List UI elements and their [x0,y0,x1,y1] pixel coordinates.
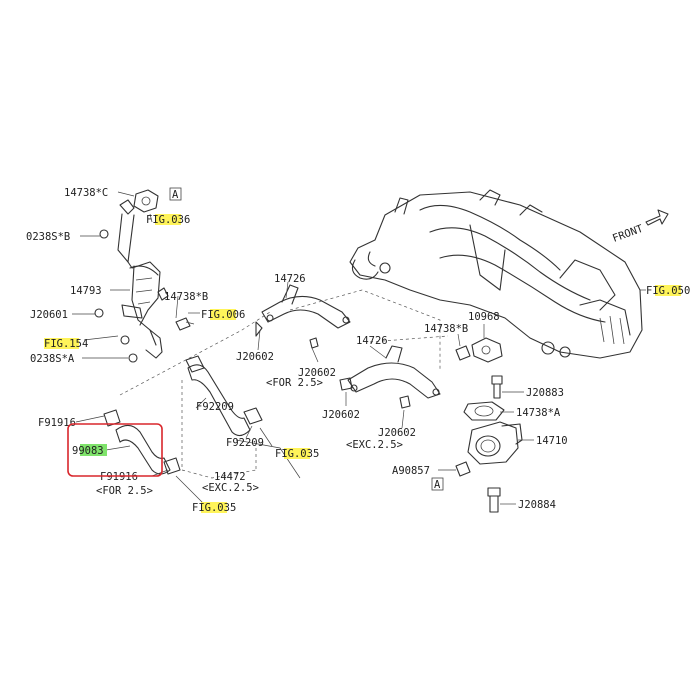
label-14710: 14710 [536,435,568,447]
part-labels: 14738*C 0238S*B 14793 J20601 14738*B 023… [26,187,568,511]
selected-part-99083[interactable]: 99083 [67,423,163,477]
label-10968: 10968 [468,311,500,323]
svg-text:FIG.035: FIG.035 [192,502,236,514]
label-14738b-right: 14738*B [424,323,468,335]
hose-group-outline [119,311,271,479]
leader-lines [72,191,646,505]
fig-ref-006[interactable]: FIG.006 [201,309,245,321]
bolt-a90857[interactable] [455,461,471,477]
svg-text:FIG.036: FIG.036 [146,214,190,226]
svg-text:FIG.006: FIG.006 [201,309,245,321]
svg-text:FIG.154: FIG.154 [44,338,88,350]
gasket-14738a[interactable] [463,401,505,421]
label-j20602-a: J20602 [236,351,274,363]
label-a90857: A90857 [392,465,430,477]
label-j20602-b: J20602 [298,367,336,379]
label-99083: 99083 [72,445,104,457]
pipe-14726-exc25[interactable] [339,345,441,409]
label-j20601: J20601 [30,309,68,321]
sensor-10968[interactable] [455,337,503,363]
label-14738a: 14738*A [516,407,561,419]
fig-ref-036[interactable]: FIG.036 [146,214,190,226]
throttle-body-14710[interactable] [467,421,523,465]
hose-14472[interactable] [185,355,263,437]
bolt-j20884[interactable] [487,487,501,513]
label-j20602-c: J20602 [322,409,360,421]
label-f91916-bot: F91916 [100,471,138,483]
fig-ref-154[interactable]: FIG.154 [44,338,88,350]
svg-text:A: A [434,479,441,491]
label-j20602-d: J20602 [378,427,416,439]
bolt-j20883[interactable] [491,375,503,399]
label-f92209-a: F92209 [196,401,234,413]
label-0238sa: 0238S*A [30,353,75,365]
pipe-14726-for25[interactable] [255,284,351,349]
label-exc25-mid: <EXC.2.5> [202,482,259,494]
fig-ref-035-a[interactable]: FIG.035 [275,448,319,460]
ref-box-a-bottom[interactable]: A [431,477,444,491]
svg-text:FIG.035: FIG.035 [275,448,319,460]
intake-manifold[interactable] [349,189,643,359]
selection-box [67,423,163,477]
label-14726-b: 14726 [356,335,388,347]
label-f91916-top: F91916 [38,417,76,429]
label-14726-a: 14726 [274,273,306,285]
svg-text:A: A [172,189,179,201]
label-exc25-right: <EXC.2.5> [346,439,403,451]
pipe-group-outline [289,289,449,370]
svg-text:FRONT: FRONT [611,223,645,245]
sensor-14738b-left[interactable] [175,317,195,331]
label-j20884: J20884 [518,499,556,511]
label-14472: 14472 [214,471,246,483]
ref-box-a-top[interactable]: A [169,187,182,201]
left-pipe-assembly[interactable] [94,189,169,363]
label-14738b-left: 14738*B [164,291,208,303]
label-for25-left: <FOR 2.5> [96,485,153,497]
label-14793: 14793 [70,285,102,297]
fig-ref-050[interactable]: FIG.050 [646,285,690,297]
hose-99083[interactable] [103,409,181,475]
fig-ref-035-b[interactable]: FIG.035 [192,502,236,514]
label-for25-mid: <FOR 2.5> [266,377,323,389]
svg-text:FIG.050: FIG.050 [646,285,690,297]
label-0238sb: 0238S*B [26,231,70,243]
label-j20883: J20883 [526,387,564,399]
label-f92209-b: F92209 [226,437,264,449]
front-arrow: FRONT [611,209,669,245]
label-14738c: 14738*C [64,187,108,199]
